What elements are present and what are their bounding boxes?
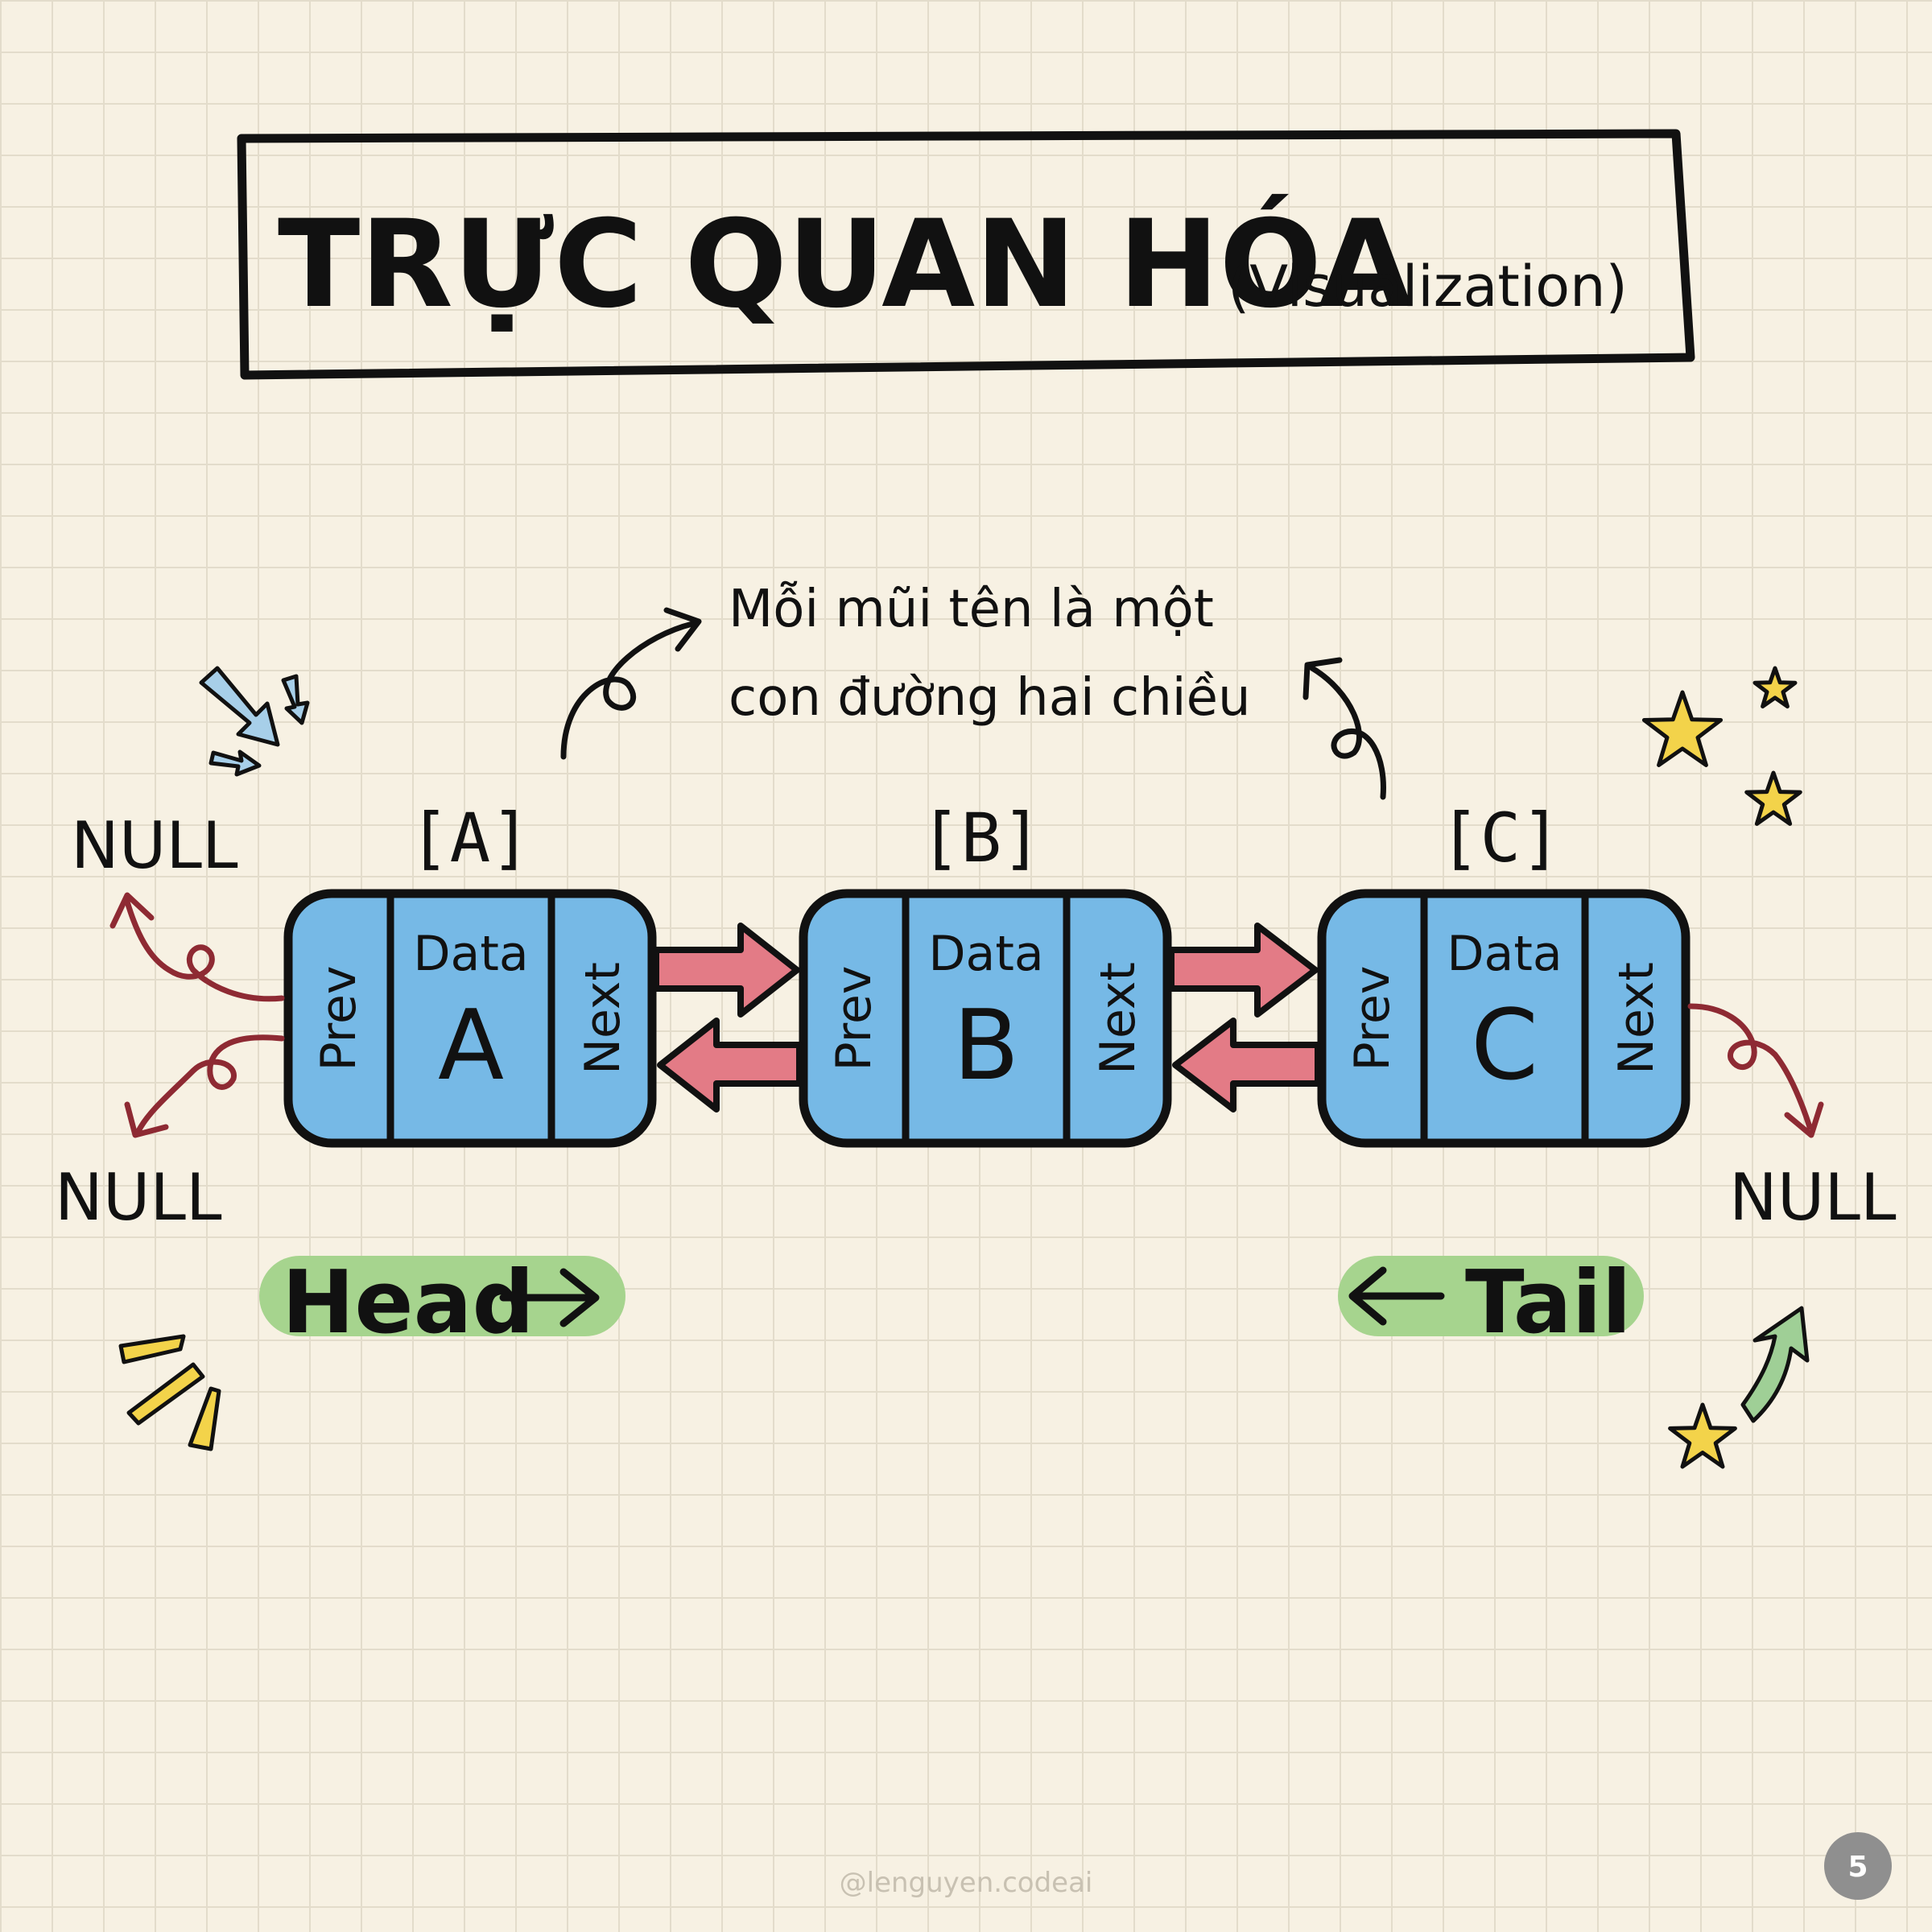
- null-arrows: [109, 892, 1824, 1138]
- title-main: TRỰC QUAN HÓA: [278, 194, 1412, 335]
- blue-arrows-decoration: [199, 666, 310, 777]
- node-c-value: C: [1471, 990, 1538, 1102]
- curly-arrow-left-head: [663, 607, 702, 652]
- null-arrow-right: [1687, 1003, 1813, 1130]
- spark-1-icon: [118, 1334, 186, 1364]
- null-right: NULL: [1729, 1160, 1897, 1235]
- credit-watermark: @lenguyen.codeai: [840, 1867, 1093, 1899]
- title-box: TRỰC QUAN HÓA (Visualization): [237, 129, 1695, 380]
- node-a: Prev Data A Next: [283, 889, 657, 1148]
- node-c-data-label: Data: [1447, 926, 1562, 982]
- title-sub: (Visualization): [1228, 254, 1628, 320]
- spark-decoration: [118, 1334, 221, 1451]
- node-tag-a: [A]: [409, 799, 531, 877]
- null-arrow-top-left: [124, 898, 285, 1002]
- head-pointer: Head: [259, 1253, 625, 1353]
- star-small-icon: [1752, 666, 1798, 709]
- note-line-1: Mỗi mũi tên là một: [729, 580, 1214, 639]
- arrow-c-to-b: [1172, 1018, 1321, 1113]
- node-a-prev-label: Prev: [311, 966, 367, 1071]
- null-arrow-bottom-left-head: [124, 1101, 169, 1138]
- node-a-data-label: Data: [413, 926, 528, 982]
- tail-arrow-icon: [1348, 1266, 1445, 1326]
- tail-pointer: Tail: [1338, 1253, 1644, 1353]
- head-label: Head: [282, 1253, 535, 1353]
- star-medium-icon: [1744, 770, 1802, 826]
- arrow-b-to-c: [1168, 923, 1319, 1018]
- node-b: Prev Data B Next: [799, 889, 1172, 1148]
- node-c: Prev Data C Next: [1317, 889, 1690, 1148]
- note-curly-arrows: [560, 607, 1386, 800]
- null-arrow-right-head: [1784, 1101, 1824, 1138]
- null-arrow-top-left-head: [109, 892, 155, 929]
- null-top-left: NULL: [71, 808, 238, 883]
- star-large-icon: [1641, 690, 1724, 767]
- node-c-next-label: Next: [1608, 962, 1665, 1075]
- stars-decoration: [1641, 666, 1802, 1469]
- blue-arrow-icon: [199, 666, 280, 747]
- node-b-data-label: Data: [928, 926, 1043, 982]
- blue-arrow-small-icon: [281, 674, 310, 725]
- note: Mỗi mũi tên là một con đường hai chiều: [729, 580, 1251, 728]
- note-line-2: con đường hai chiều: [729, 668, 1251, 728]
- tail-label: Tail: [1465, 1253, 1632, 1353]
- arrow-b-to-a: [657, 1018, 803, 1113]
- node-b-next-label: Next: [1090, 962, 1146, 1075]
- page-number: 5: [1847, 1851, 1868, 1884]
- head-arrow-icon: [499, 1268, 600, 1327]
- curly-arrow-right: [1309, 665, 1386, 800]
- null-bottom-left: NULL: [55, 1160, 222, 1235]
- blue-arrow-tiny-icon: [208, 749, 262, 777]
- spark-3-icon: [188, 1386, 221, 1451]
- node-tag-b: [B]: [920, 799, 1042, 877]
- star-bottom-icon: [1668, 1402, 1737, 1469]
- node-b-value: B: [953, 990, 1019, 1102]
- node-b-prev-label: Prev: [826, 966, 882, 1071]
- node-a-value: A: [438, 990, 504, 1102]
- spark-2-icon: [126, 1362, 205, 1426]
- node-a-next-label: Next: [575, 962, 631, 1075]
- node-c-prev-label: Prev: [1344, 966, 1401, 1071]
- node-tag-c: [C]: [1439, 799, 1562, 877]
- green-arrow-icon: [1740, 1306, 1810, 1423]
- curly-arrow-right-head: [1302, 657, 1343, 700]
- link-arrows: [653, 923, 1321, 1113]
- null-arrow-bottom-left: [135, 1034, 285, 1134]
- page-badge: 5: [1824, 1832, 1892, 1900]
- arrow-a-to-b: [653, 923, 800, 1018]
- curly-arrow-left: [560, 621, 696, 760]
